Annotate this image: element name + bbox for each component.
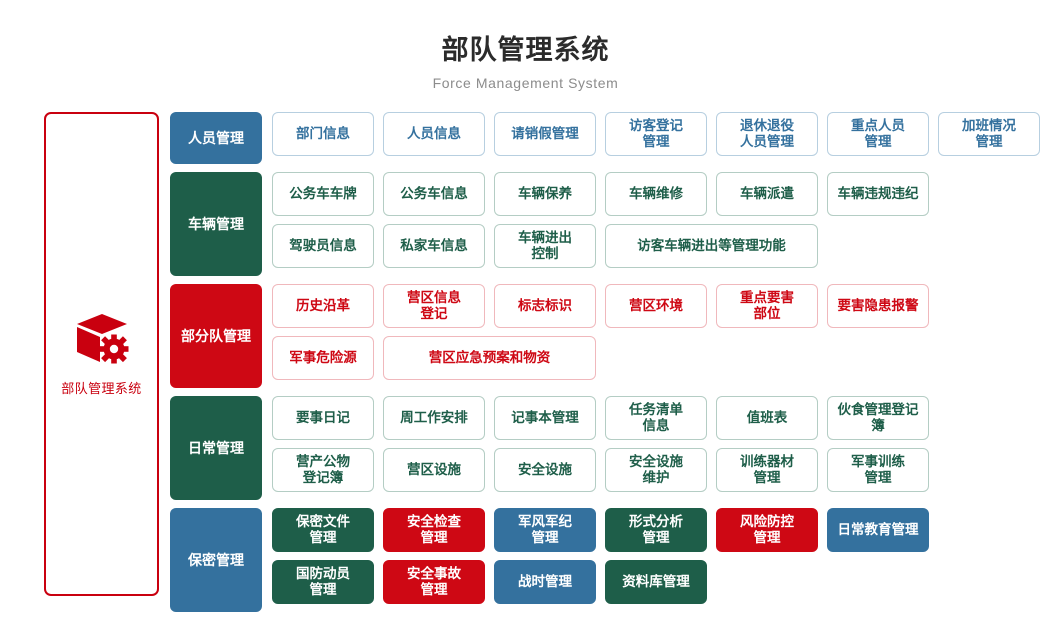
module-tile[interactable]: 标志标识 xyxy=(494,284,596,329)
module-tile[interactable]: 任务清单 信息 xyxy=(605,396,707,441)
module-tile[interactable]: 要害隐患报警 xyxy=(827,284,929,329)
module-tile[interactable]: 安全检查 管理 xyxy=(383,508,485,553)
category-row: 部分队管理历史沿革营区信息 登记标志标识营区环境重点要害 部位要害隐患报警军事危… xyxy=(170,284,1045,389)
module-tile[interactable]: 资料库管理 xyxy=(605,560,707,605)
module-tile[interactable]: 公务车信息 xyxy=(383,172,485,217)
category-header[interactable]: 保密管理 xyxy=(170,508,262,613)
module-tile[interactable]: 营区环境 xyxy=(605,284,707,329)
module-tile[interactable]: 形式分析 管理 xyxy=(605,508,707,553)
category-header[interactable]: 人员管理 xyxy=(170,112,262,165)
module-tile[interactable]: 营产公物 登记簿 xyxy=(272,448,374,493)
module-tile[interactable]: 车辆维修 xyxy=(605,172,707,217)
module-tile[interactable]: 国防动员 管理 xyxy=(272,560,374,605)
brand-label: 部队管理系统 xyxy=(61,380,142,396)
module-tile[interactable]: 访客车辆进出等管理功能 xyxy=(605,224,818,269)
module-tile[interactable]: 访客登记 管理 xyxy=(605,112,707,157)
module-tile[interactable]: 重点人员 管理 xyxy=(827,112,929,157)
brand-inner: 部队管理系统 xyxy=(61,312,141,397)
module-tile[interactable]: 伙食管理登记簿 xyxy=(827,396,929,441)
category-items: 历史沿革营区信息 登记标志标识营区环境重点要害 部位要害隐患报警军事危险源营区应… xyxy=(272,284,1045,388)
category-header[interactable]: 日常管理 xyxy=(170,396,262,501)
module-tile[interactable]: 保密文件 管理 xyxy=(272,508,374,553)
category-row: 日常管理要事日记周工作安排记事本管理任务清单 信息值班表伙食管理登记簿营产公物 … xyxy=(170,396,1045,501)
page-header: 部队管理系统 Force Management System xyxy=(0,0,1051,91)
module-tile[interactable]: 周工作安排 xyxy=(383,396,485,441)
module-tile[interactable]: 安全事故 管理 xyxy=(383,560,485,605)
module-tile[interactable]: 退休退役 人员管理 xyxy=(716,112,818,157)
category-items: 部门信息人员信息请销假管理访客登记 管理退休退役 人员管理重点人员 管理加班情况… xyxy=(272,112,1045,164)
page-subtitle: Force Management System xyxy=(432,75,619,92)
brand-frame: 部队管理系统 xyxy=(44,112,159,597)
category-items: 保密文件 管理安全检查 管理军风军纪 管理形式分析 管理风险防控 管理日常教育管… xyxy=(272,508,1045,612)
module-tile[interactable]: 安全设施 维护 xyxy=(605,448,707,493)
category-header[interactable]: 车辆管理 xyxy=(170,172,262,277)
category-row: 人员管理部门信息人员信息请销假管理访客登记 管理退休退役 人员管理重点人员 管理… xyxy=(170,112,1045,165)
module-tile[interactable]: 车辆违规违纪 xyxy=(827,172,929,217)
module-tile[interactable]: 车辆进出 控制 xyxy=(494,224,596,269)
category-header[interactable]: 部分队管理 xyxy=(170,284,262,389)
module-tile[interactable]: 驾驶员信息 xyxy=(272,224,374,269)
module-tile[interactable]: 安全设施 xyxy=(494,448,596,493)
module-tile[interactable]: 值班表 xyxy=(716,396,818,441)
module-tile[interactable]: 人员信息 xyxy=(383,112,485,157)
module-tile[interactable]: 营区应急预案和物资 xyxy=(383,336,596,381)
category-row: 保密管理保密文件 管理安全检查 管理军风军纪 管理形式分析 管理风险防控 管理日… xyxy=(170,508,1045,613)
category-row: 车辆管理公务车车牌公务车信息车辆保养车辆维修车辆派遣车辆违规违纪驾驶员信息私家车… xyxy=(170,172,1045,277)
cube-gear-icon xyxy=(76,313,128,364)
category-items: 公务车车牌公务车信息车辆保养车辆维修车辆派遣车辆违规违纪驾驶员信息私家车信息车辆… xyxy=(272,172,1045,276)
module-tile[interactable]: 营区信息 登记 xyxy=(383,284,485,329)
module-tile[interactable]: 风险防控 管理 xyxy=(716,508,818,553)
page-title: 部队管理系统 xyxy=(441,35,610,65)
module-tile[interactable]: 军事危险源 xyxy=(272,336,374,381)
module-tile[interactable]: 加班情况 管理 xyxy=(938,112,1040,157)
module-tile[interactable]: 要事日记 xyxy=(272,396,374,441)
module-tile[interactable]: 军风军纪 管理 xyxy=(494,508,596,553)
module-tile[interactable]: 私家车信息 xyxy=(383,224,485,269)
module-tile[interactable]: 请销假管理 xyxy=(494,112,596,157)
module-tile[interactable]: 部门信息 xyxy=(272,112,374,157)
category-items: 要事日记周工作安排记事本管理任务清单 信息值班表伙食管理登记簿营产公物 登记簿营… xyxy=(272,396,1045,500)
module-tile[interactable]: 公务车车牌 xyxy=(272,172,374,217)
module-tile[interactable]: 营区设施 xyxy=(383,448,485,493)
module-tile[interactable]: 战时管理 xyxy=(494,560,596,605)
module-tile[interactable]: 日常教育管理 xyxy=(827,508,929,553)
category-grid: 人员管理部门信息人员信息请销假管理访客登记 管理退休退役 人员管理重点人员 管理… xyxy=(170,112,1045,620)
module-tile[interactable]: 历史沿革 xyxy=(272,284,374,329)
module-tile[interactable]: 车辆派遣 xyxy=(716,172,818,217)
module-tile[interactable]: 军事训练 管理 xyxy=(827,448,929,493)
module-tile[interactable]: 车辆保养 xyxy=(494,172,596,217)
module-tile[interactable]: 重点要害 部位 xyxy=(716,284,818,329)
module-tile[interactable]: 记事本管理 xyxy=(494,396,596,441)
module-tile[interactable]: 训练器材 管理 xyxy=(716,448,818,493)
